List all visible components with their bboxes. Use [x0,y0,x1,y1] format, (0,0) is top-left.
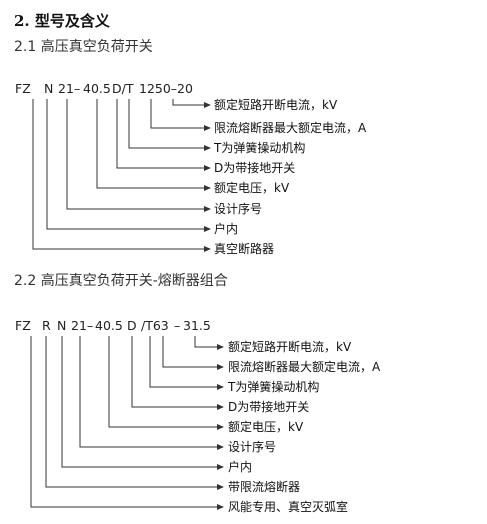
leader-lines [32,99,205,250]
code-fz: FZ [15,318,31,333]
label-vacuum-breaker: 真空断路器 [214,241,274,256]
arrow-icon [217,484,224,490]
arrow-icon [217,344,224,350]
section-heading: 2. 型号及含义 [14,12,110,30]
leader-line-fuse-type [45,336,218,488]
arrow-icon [204,246,211,252]
model-code-row: FZ N 21 – 40.5 D/T 1250–20 [15,81,193,96]
arrow-icon [217,444,224,450]
label-wind-vacuum-chamber: 风能专用、真空灭弧室 [228,499,348,514]
label-rated-voltage: 额定电压，kV [214,180,290,195]
leader-line-earthing-switch [131,336,218,408]
leader-line-rated-voltage [108,336,218,428]
arrow-heads [204,102,211,252]
arrow-heads [217,344,224,510]
leader-line-spring-mechanism [128,99,205,149]
arrow-icon [204,125,211,131]
code-40-5: 40.5 [83,81,111,96]
leader-lines [30,336,218,508]
code-d-t: D/T [112,81,134,96]
code-n: N [57,318,66,333]
label-short-circuit-current: 额定短路开断电流，kV [228,339,352,354]
label-indoor: 户内 [228,459,252,474]
leader-line-indoor [46,99,205,230]
leader-line-wind-vacuum [30,336,218,508]
label-rated-voltage: 额定电压，kV [228,419,304,434]
leader-line-fuse-current [162,336,218,368]
code-40-5: 40.5 [95,318,123,333]
label-spring-mechanism: T为弹簧操动机构 [213,140,305,155]
code-fz: FZ [15,81,31,96]
label-earthing-switch: D为带接地开关 [214,160,295,175]
code-dash: – [87,318,93,333]
code-31-5: 31.5 [183,318,211,333]
label-earthing-switch: D为带接地开关 [228,399,309,414]
code-r: R [42,318,51,333]
label-current-limiting-fuse: 带限流熔断器 [228,479,300,494]
code-n: N [44,81,53,96]
code-t63: /T63 [141,318,169,333]
code-21: 21 [58,81,74,96]
meaning-labels: 额定短路开断电流，kV 限流熔断器最大额定电流，A T为弹簧操动机构 D为带接地… [227,339,381,514]
code-dash: – [74,81,80,96]
leader-line-design-number [79,336,218,448]
leader-line-fuse-current [150,99,205,129]
label-fuse-max-current: 限流熔断器最大额定电流，A [228,359,381,374]
label-indoor: 户内 [214,221,238,236]
leader-line-earthing-switch [116,99,205,169]
leader-line-vacuum-breaker [32,99,205,250]
leader-line-design-number [66,99,205,210]
arrow-icon [204,145,211,151]
arrow-icon [204,185,211,191]
arrow-icon [217,504,224,510]
arrow-icon [204,206,211,212]
label-fuse-max-current: 限流熔断器最大额定电流，A [214,120,367,135]
model-code-row: FZ R N 21 – 40.5 D /T63 – 31.5 [15,318,211,333]
label-design-number: 设计序号 [228,439,276,454]
leader-line-short-circuit [194,336,218,348]
label-design-number: 设计序号 [214,201,262,216]
arrow-icon [217,384,224,390]
code-1250-20: 1250–20 [139,81,193,96]
arrow-icon [204,165,211,171]
arrow-icon [217,364,224,370]
code-21: 21 [71,318,87,333]
meaning-labels: 额定短路开断电流，kV 限流熔断器最大额定电流，A T为弹簧操动机构 D为带接地… [213,97,367,256]
arrow-icon [204,102,211,108]
label-spring-mechanism: T为弹簧操动机构 [227,379,319,394]
model-code-diagram-load-switch: FZ N 21 – 40.5 D/T 1250–20 额定短路开断电流，kV 限… [15,81,367,256]
arrow-icon [217,464,224,470]
arrow-icon [217,424,224,430]
code-d: D [127,318,137,333]
arrow-icon [204,226,211,232]
leader-line-rated-voltage [96,99,205,189]
model-code-diagram-load-switch-fuse: FZ R N 21 – 40.5 D /T63 – 31.5 额定短路开断电流，… [15,318,381,514]
label-short-circuit-current: 额定短路开断电流，kV [214,97,338,112]
leader-line-indoor [61,336,218,468]
subsection-title-load-switch: 2.1 高压真空负荷开关 [14,39,153,55]
code-dash: – [174,318,180,333]
subsection-title-load-switch-fuse: 2.2 高压真空负荷开关-熔断器组合 [14,273,228,289]
leader-line-spring-mechanism [149,336,218,388]
arrow-icon [217,404,224,410]
leader-line-short-circuit [172,99,205,106]
